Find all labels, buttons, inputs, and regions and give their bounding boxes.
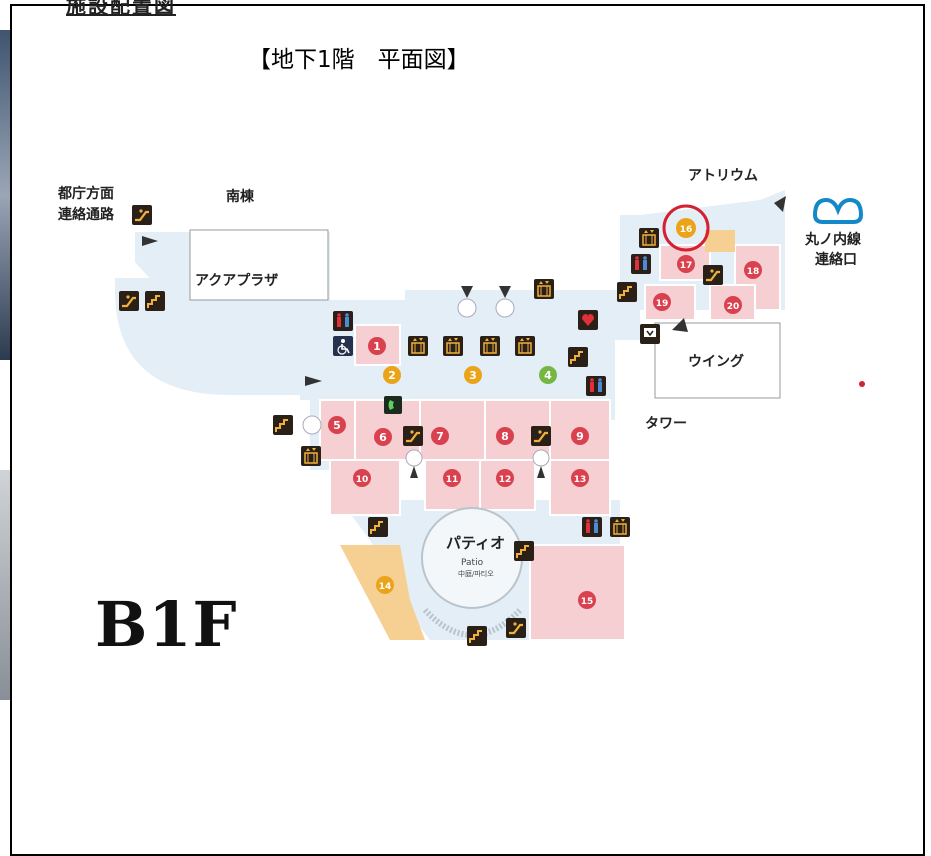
- atm-icon: [640, 324, 660, 344]
- label-aqua: アクアプラザ: [195, 273, 278, 289]
- svg-text:1: 1: [373, 340, 381, 353]
- svg-text:18: 18: [747, 267, 760, 277]
- svg-text:2: 2: [388, 369, 396, 382]
- floor-label: B1F: [95, 588, 238, 661]
- svg-text:15: 15: [581, 597, 594, 607]
- svg-text:13: 13: [574, 475, 587, 485]
- svg-text:14: 14: [379, 582, 392, 592]
- svg-text:16: 16: [680, 225, 693, 235]
- elevator-icon: [479, 335, 501, 357]
- store-badge-17: 17: [677, 255, 695, 273]
- store-badge-6: 6: [374, 428, 392, 446]
- escalator-icon: [529, 424, 553, 448]
- store-badge-18: 18: [744, 261, 762, 279]
- elevator-icon: [442, 335, 464, 357]
- svg-text:5: 5: [333, 419, 341, 432]
- store-badge-20: 20: [724, 296, 742, 314]
- svg-text:20: 20: [727, 302, 740, 312]
- store-badge-8: 8: [496, 427, 514, 445]
- svg-text:10: 10: [356, 475, 369, 485]
- store-badge-4: 4: [539, 366, 557, 384]
- elevator-icon: [300, 445, 322, 467]
- escalator-icon: [401, 424, 425, 448]
- store-badge-2: 2: [383, 366, 401, 384]
- label-marunouchi-connection: 連絡口: [815, 251, 857, 268]
- facility-icons: [117, 203, 725, 647]
- restroom-icon: [631, 254, 651, 274]
- elevator-icon: [609, 516, 631, 538]
- stairs-icon: [616, 281, 638, 303]
- label-tower: タワー: [645, 416, 687, 432]
- store-badge-14: 14: [376, 576, 394, 594]
- label-atrium: アトリウム: [688, 168, 758, 184]
- escalator-icon: [701, 263, 725, 287]
- label-patio-ko: 中庭/파티오: [458, 569, 494, 578]
- page-heading: 施設配置図: [66, 0, 176, 18]
- store-badge-1: 1: [368, 337, 386, 355]
- label-patio-en: Patio: [461, 558, 484, 568]
- svg-text:4: 4: [544, 369, 552, 382]
- metro-logo-icon: [812, 197, 864, 224]
- accessible-toilet-icon: [333, 336, 353, 356]
- restroom-icon: [582, 517, 602, 537]
- svg-text:19: 19: [656, 299, 669, 309]
- store-badge-7: 7: [431, 427, 449, 445]
- store-badge-9: 9: [571, 427, 589, 445]
- left-photo-edge-1: [0, 30, 11, 360]
- svg-text:9: 9: [576, 430, 584, 443]
- restroom-icon: [586, 376, 606, 396]
- area-labels: 都庁方面 連絡通路 南棟 アクアプラザ アトリウム 丸ノ内線 連絡口 ウイング …: [57, 168, 861, 552]
- store-badge-16: 16: [676, 218, 696, 238]
- svg-text:17: 17: [680, 261, 693, 271]
- label-marunouchi-line: 丸ノ内線: [804, 231, 861, 248]
- wing-building: [654, 322, 781, 399]
- svg-text:11: 11: [446, 475, 459, 485]
- elevator-icon: [407, 335, 429, 357]
- store-badge-19: 19: [653, 293, 671, 311]
- elevator-icon: [514, 335, 536, 357]
- left-photo-edge-2: [0, 470, 11, 700]
- label-south: 南棟: [226, 188, 255, 205]
- label-wing: ウイング: [688, 353, 744, 370]
- svg-text:12: 12: [499, 475, 512, 485]
- red-dot-marker: [859, 381, 865, 387]
- svg-text:7: 7: [436, 430, 444, 443]
- store-badges: 1 2 3 4 5 6 7 8 9 10 11 12 13 14 15 16 1…: [328, 218, 762, 609]
- columns: [302, 298, 550, 467]
- elevator-icon: [638, 227, 660, 249]
- stairs-icon: [513, 540, 535, 562]
- label-patio: パティオ: [446, 534, 505, 552]
- elevator-icon: [533, 278, 555, 300]
- store-badge-11: 11: [443, 469, 461, 487]
- aed-icon: [578, 310, 598, 330]
- stairs-icon: [567, 346, 589, 368]
- label-tocho-connection: 連絡通路: [58, 206, 115, 223]
- phone-icon: [384, 396, 402, 414]
- stairs-icon: [144, 290, 166, 312]
- store-badge-3: 3: [464, 366, 482, 384]
- store-badge-15: 15: [578, 591, 596, 609]
- escalator-icon: [130, 203, 154, 227]
- south-building: [189, 229, 329, 301]
- direction-arrows: [142, 196, 786, 478]
- escalator-icon: [504, 616, 528, 640]
- stairs-icon: [466, 625, 488, 647]
- svg-text:3: 3: [469, 369, 477, 382]
- store-badge-5: 5: [328, 416, 346, 434]
- svg-text:8: 8: [501, 430, 509, 443]
- escalator-icon: [117, 289, 141, 313]
- store-badge-10: 10: [353, 469, 371, 487]
- stairs-icon: [367, 516, 389, 538]
- store-badge-13: 13: [571, 469, 589, 487]
- label-tocho: 都庁方面: [57, 185, 114, 202]
- svg-text:6: 6: [379, 431, 387, 444]
- store-badge-12: 12: [496, 469, 514, 487]
- map-title: 【地下1階 平面図】: [248, 47, 470, 73]
- highlight-circle-16: [662, 204, 710, 252]
- stairs-icon: [272, 414, 294, 436]
- restroom-icon: [333, 311, 353, 331]
